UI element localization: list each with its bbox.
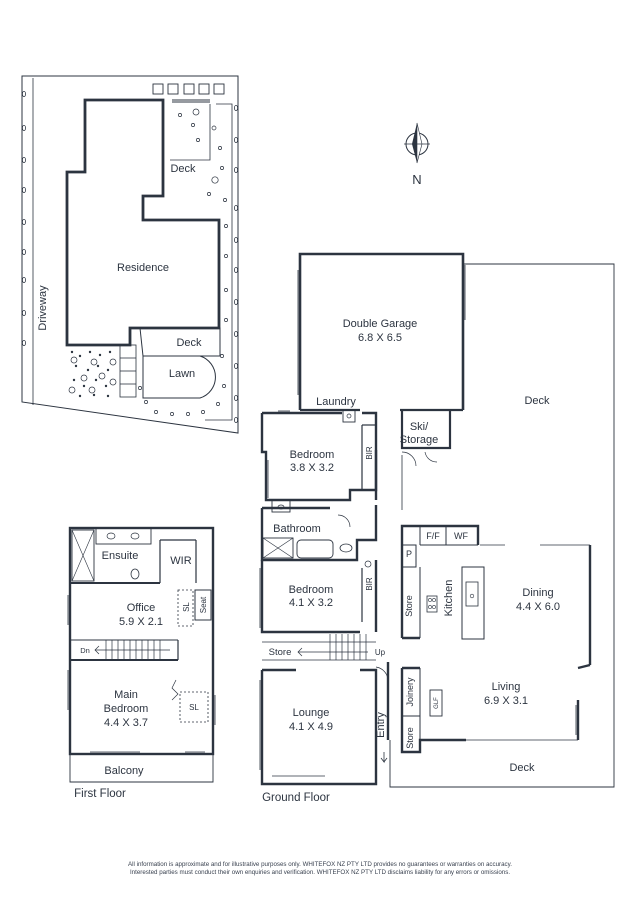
living-label: Living xyxy=(492,681,521,693)
dining-size: 4.4 X 6.0 xyxy=(516,601,560,613)
ground-floor-title: Ground Floor xyxy=(262,792,330,804)
office-sl-wardrobe xyxy=(177,589,194,627)
deck-east-label: Deck xyxy=(524,395,550,407)
gas-fire-icon xyxy=(429,689,443,717)
deck-boundary xyxy=(389,263,615,788)
entry-arrow-icon xyxy=(380,752,388,764)
laundry-label: Laundry xyxy=(316,396,356,408)
ski-storage-label-1: Ski/ xyxy=(410,421,429,433)
glf-label: GLF xyxy=(434,697,440,709)
bedroom2-walls xyxy=(260,560,360,634)
office-size: 5.9 X 2.1 xyxy=(119,616,163,628)
ground-floor-plan: Double Garage 6.8 X 6.5 Laundry Ski/ Sto… xyxy=(259,252,615,804)
gravel-rings xyxy=(68,356,117,394)
residence-outline xyxy=(65,98,221,347)
kitchen-walls xyxy=(400,524,480,638)
lounge-size: 4.1 X 4.9 xyxy=(289,721,333,733)
lounge-walls xyxy=(260,668,378,786)
stair-store-label: Store xyxy=(269,647,292,658)
joinery-label: Joinery xyxy=(405,677,415,707)
laundry-tub-icon xyxy=(342,409,356,423)
north-compass: N xyxy=(404,122,430,187)
sink-icon xyxy=(465,581,479,607)
bedroom2-label: Bedroom xyxy=(289,584,334,596)
bath-vanity-icon xyxy=(271,499,291,513)
site-steps xyxy=(119,344,137,398)
double-vanity-icon xyxy=(95,527,152,545)
site-deck-south-label: Deck xyxy=(176,337,202,349)
kitchen-label: Kitchen xyxy=(443,580,455,617)
garage-size: 6.8 X 6.5 xyxy=(358,332,402,344)
garage-label: Double Garage xyxy=(343,318,418,330)
bedroom2-size: 4.1 X 3.2 xyxy=(289,597,333,609)
ensuite-label: Ensuite xyxy=(102,550,139,562)
ground-up-label: Up xyxy=(375,648,386,657)
balcony-label: Balcony xyxy=(104,765,144,777)
kitchen-island xyxy=(461,566,485,640)
wf-label: WF xyxy=(454,531,468,541)
compass-north-label: N xyxy=(412,172,421,187)
main-bedroom-label-1: Main xyxy=(114,689,138,701)
site-deck-north-label: Deck xyxy=(170,163,196,175)
first-floor-plan: Ensuite WIR Office 5.9 X 2.1 SL Seat Dn … xyxy=(67,526,216,800)
bir1-label: BIR xyxy=(365,446,374,460)
shower-icon xyxy=(262,537,294,559)
ground-stairs xyxy=(262,634,376,661)
site-boundary xyxy=(21,75,239,434)
ski-storage-walls xyxy=(400,410,452,450)
lawn-outline xyxy=(142,355,216,399)
seat-label: Seat xyxy=(199,596,208,613)
pantry-label: P xyxy=(406,549,412,559)
main-bedroom-label-2: Bedroom xyxy=(104,703,149,715)
ensuite-toilet-icon xyxy=(130,568,140,580)
driveway-label: Driveway xyxy=(37,285,49,331)
lawn-label: Lawn xyxy=(169,368,195,380)
bedroom1-walls xyxy=(260,411,378,502)
first-floor-title: First Floor xyxy=(74,788,126,800)
main-bedroom-size: 4.4 X 3.7 xyxy=(104,717,148,729)
gravel-patch xyxy=(70,350,112,398)
seat-outline xyxy=(194,589,212,621)
toilet-icon xyxy=(339,543,353,553)
entry-label: Entry xyxy=(375,712,387,738)
ski-storage-label-2: Storage xyxy=(400,434,439,446)
bedroom-sl-label: SL xyxy=(189,703,199,712)
entry-store-label: Store xyxy=(405,727,415,749)
pavers xyxy=(152,83,225,103)
first-dn-label: Dn xyxy=(80,646,90,655)
cooktop-icon xyxy=(426,595,438,613)
balcony-outline xyxy=(69,754,214,783)
disclaimer-line-2: Interested parties must conduct their ow… xyxy=(129,869,511,876)
bathroom-label: Bathroom xyxy=(273,523,321,535)
bir2-label: BIR xyxy=(365,577,374,591)
ff-label: F/F xyxy=(426,531,440,541)
bathroom-walls xyxy=(260,505,378,562)
bedroom1-label: Bedroom xyxy=(290,449,335,461)
lounge-label: Lounge xyxy=(293,707,330,719)
living-size: 6.9 X 3.1 xyxy=(484,695,528,707)
kitchen-store-label: Store xyxy=(404,595,414,617)
disclaimer-line-1: All information is approximate and for i… xyxy=(127,861,512,868)
garden-bed-outline xyxy=(170,103,233,421)
bathtub-icon xyxy=(296,539,334,559)
garage-walls xyxy=(298,252,465,410)
deck-south-label: Deck xyxy=(509,762,535,774)
first-floor-stairs xyxy=(94,640,170,660)
bedroom1-size: 3.8 X 3.2 xyxy=(290,462,334,474)
dining-label: Dining xyxy=(522,587,553,599)
garden-plants xyxy=(138,108,228,416)
ensuite-shower-icon xyxy=(71,529,95,582)
wir-label: WIR xyxy=(170,555,191,567)
residence-label: Residence xyxy=(117,262,169,274)
office-sl-label: SL xyxy=(182,602,191,612)
site-plan: Driveway Residence Deck Deck Lawn xyxy=(21,75,239,434)
bedroom-sl-wardrobe xyxy=(179,691,209,723)
office-label: Office xyxy=(127,602,156,614)
